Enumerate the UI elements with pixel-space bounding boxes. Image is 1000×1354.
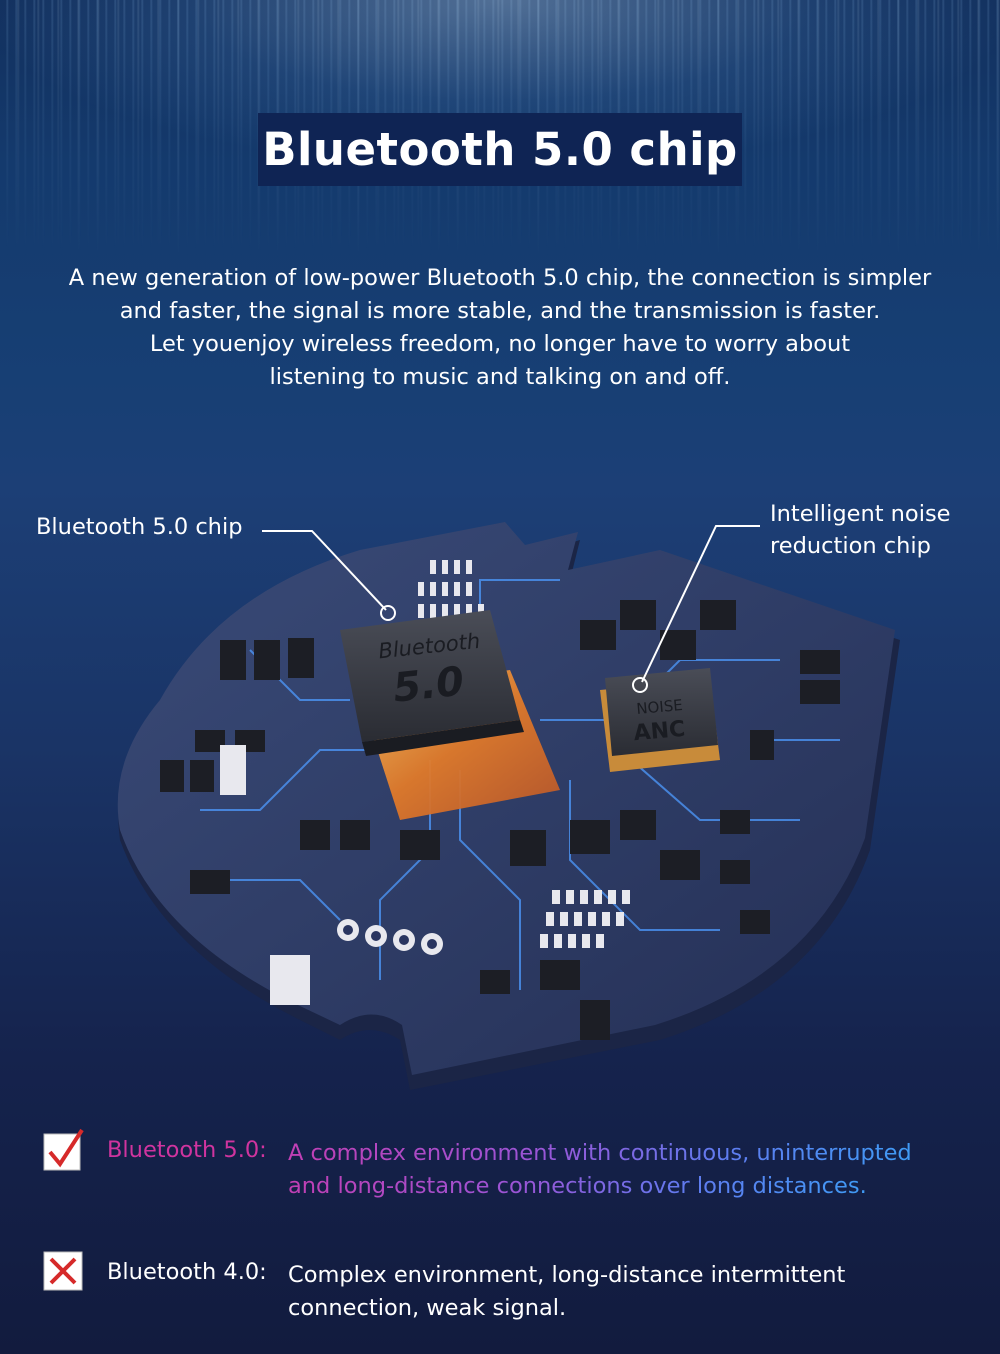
bt4-label: Bluetooth 4.0: xyxy=(107,1259,267,1285)
bluetooth-chip-callout: Bluetooth 5.0 chip xyxy=(36,514,243,540)
noise-chip-callout: Intelligent noise reduction chip xyxy=(770,498,951,562)
intro-line: A new generation of low-power Bluetooth … xyxy=(68,265,932,291)
intro-paragraph: A new generation of low-power Bluetooth … xyxy=(30,262,970,394)
title-banner: Bluetooth 5.0 chip xyxy=(258,113,742,186)
noise-chip-callout-line: Intelligent noise xyxy=(770,501,951,527)
bt5-label: Bluetooth 5.0: xyxy=(107,1137,267,1163)
bt4-desc-line: Complex environment, long-distance inter… xyxy=(288,1262,846,1288)
bt5-description: A complex environment with continuous, u… xyxy=(288,1137,968,1203)
circuit-board-illustration: Bluetooth 5.0 NOISE ANC xyxy=(117,522,901,1090)
noise-chip-line1: NOISE xyxy=(636,696,684,718)
intro-line: and faster, the signal is more stable, a… xyxy=(119,298,881,324)
bt4-description: Complex environment, long-distance inter… xyxy=(288,1259,968,1325)
bt5-desc-line: A complex environment with continuous, u… xyxy=(288,1140,912,1166)
intro-line: listening to music and talking on and of… xyxy=(269,364,731,390)
intro-line: Let youenjoy wireless freedom, no longer… xyxy=(149,331,851,357)
bluetooth-chip-graphic: Bluetooth 5.0 xyxy=(340,610,560,820)
check-icon xyxy=(43,1128,84,1171)
noise-chip-line2: ANC xyxy=(633,717,687,746)
bt4-desc-line: connection, weak signal. xyxy=(288,1295,567,1321)
main-chip-line2: 5.0 xyxy=(391,658,466,711)
cross-icon xyxy=(43,1251,83,1291)
noise-chip-callout-line: reduction chip xyxy=(770,533,931,559)
page-title: Bluetooth 5.0 chip xyxy=(262,123,738,176)
bt5-desc-line: and long-distance connections over long … xyxy=(288,1173,867,1199)
noise-chip-graphic: NOISE ANC xyxy=(600,668,720,772)
